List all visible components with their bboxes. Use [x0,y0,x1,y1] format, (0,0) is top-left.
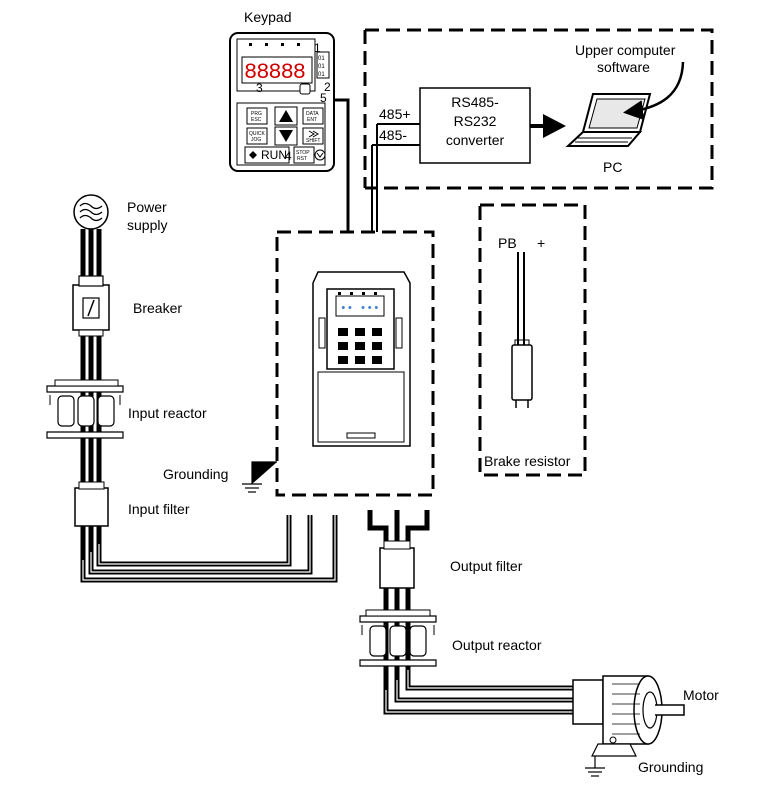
port-485-minus: 485- [379,127,407,143]
brake-terminal-pb: PB [498,235,517,251]
down-arrow-icon [279,130,293,142]
data-ent-key[interactable] [302,107,324,125]
motor-ground-icon [585,756,605,777]
keypad-potentiometer [299,83,311,95]
converter-to-pc-arrow [543,114,566,138]
input-cables [80,229,338,583]
inverter-grounding-label: Grounding [163,466,228,482]
stop-icon [314,149,326,161]
pc-laptop-icon [565,93,652,147]
keypad-callout-1: 1 [314,41,321,55]
keypad-callout-5: 5 [320,91,327,105]
input-reactor-icon [46,379,124,439]
brake-terminal-plus: + [537,235,545,251]
shift-icon [308,130,319,138]
stop-rst-key[interactable] [293,146,315,164]
brake-resistor-icon [511,339,533,408]
motor-label: Motor [683,687,719,703]
shift-key[interactable] [302,127,324,145]
brake-region [478,203,587,477]
pc-label: PC [603,159,622,175]
output-reactor-label: Output reactor [452,637,542,653]
keypad-display-value: 88888 [244,60,305,85]
input-reactor-label: Input reactor [128,405,207,421]
key-label: SHIFT [306,138,320,144]
converter-line2: RS232 [454,113,497,129]
prg-esc-key[interactable] [246,107,268,125]
brake-resistor-label: Brake resistor [484,453,571,469]
key-label: RUN [261,148,287,162]
keypad-indicators [249,43,300,46]
inverter-body: •• ••• [312,271,411,447]
up-arrow-icon [279,110,293,122]
keypad: Keypad 1 88888 01 01 01 2 3 5 PRG ESC [229,9,335,172]
indicator-label: 01 [318,64,325,70]
input-filter-icon [74,481,109,527]
keypad-callout-4: 4 [285,149,292,163]
indicator-label: 01 [318,56,325,62]
power-supply-line1: Power [127,199,167,215]
key-label: ESC [251,117,262,123]
breaker-icon [72,275,110,337]
output-reactor-icon [359,609,437,667]
software-arrow [623,61,685,121]
power-supply-line2: supply [127,217,167,233]
inverter-region [275,230,435,497]
breaker-label: Breaker [133,300,182,316]
rs485-rs232-converter [419,87,531,164]
power-supply-icon [73,194,109,230]
input-filter-label: Input filter [128,501,190,517]
output-filter-icon [379,540,415,589]
key-label: ENT [307,117,317,123]
ground-icon [242,461,277,493]
port-485-plus: 485+ [379,106,411,122]
key-label: STOP [296,150,310,156]
key-label: DATA [306,111,319,117]
converter-line3: converter [446,132,505,148]
motor-grounding-label: Grounding [638,759,703,775]
key-label: RST [297,156,307,162]
key-label: QUICK [249,131,266,137]
keypad-callout-3: 3 [256,81,263,95]
key-label: JOG [251,137,261,143]
run-icon [249,151,257,159]
quick-jog-key[interactable] [246,127,268,145]
run-key[interactable] [244,146,290,164]
key-label: PRG [251,111,262,117]
indicator-label: 01 [318,72,325,78]
software-line2: software [597,59,650,75]
communication-region [365,28,714,190]
keypad-cable [334,98,350,232]
keypad-led-display [241,56,313,84]
converter-line1: RS485- [451,94,499,110]
motor-icon [572,675,685,757]
keypad-title: Keypad [244,9,291,25]
keypad-callout-2: 2 [324,80,331,94]
output-filter-label: Output filter [450,558,523,574]
svg-text:•• •••: •• ••• [340,303,380,315]
software-line1: Upper computer [575,42,676,58]
